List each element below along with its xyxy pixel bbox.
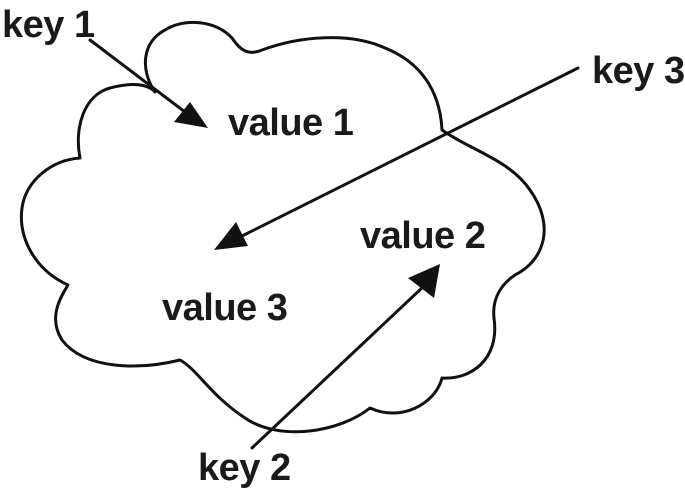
value-2-label: value 2 xyxy=(360,215,485,257)
cloud-shape xyxy=(19,20,546,434)
arrow-key3-head xyxy=(214,222,248,250)
value-1-label: value 1 xyxy=(228,102,354,144)
arrow-key3-line xyxy=(240,66,580,238)
arrow-key2-head xyxy=(408,264,440,298)
arrow-key1-line xyxy=(88,38,187,114)
arrow-key1-head xyxy=(174,102,208,128)
key-2-label: key 2 xyxy=(198,447,291,489)
key-1-label: key 1 xyxy=(2,4,95,46)
key-3-label: key 3 xyxy=(592,50,685,92)
value-3-label: value 3 xyxy=(162,287,287,329)
arrow-key2-line xyxy=(250,284,426,450)
